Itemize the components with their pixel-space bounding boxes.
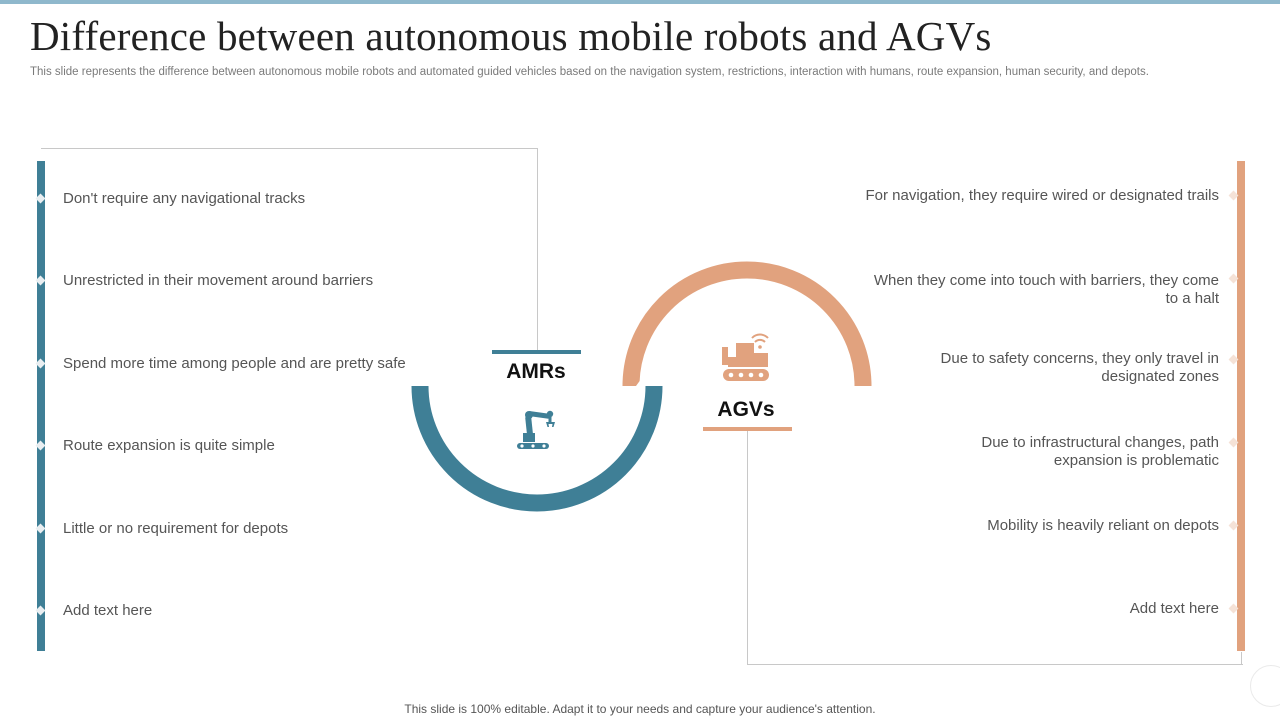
s-curve-diagram (411, 261, 872, 512)
amrs-connector-frame (41, 148, 538, 353)
amrs-point: Little or no requirement for depots (63, 520, 289, 537)
agvs-point: For navigation, they require wired or de… (865, 187, 1219, 204)
amrs-point: Route expansion is quite simple (63, 437, 275, 454)
amrs-arc (411, 385, 663, 512)
agvs-heading-bar (703, 427, 792, 431)
amrs-heading: AMRs (506, 360, 566, 383)
amrs-arc-inner-line (431, 385, 643, 492)
amrs-point: Don't require any navigational tracks (63, 190, 306, 207)
agvs-point: Due to safety concerns, they only travel… (940, 350, 1219, 385)
agvs-heading: AGVs (717, 398, 775, 421)
agvs-arc-inner-line (639, 298, 851, 387)
amrs-arc-arrow (636, 384, 644, 393)
corner-decoration (1250, 665, 1280, 707)
slide-title: Difference between autonomous mobile rob… (30, 13, 992, 59)
amrs-point: Add text here (63, 602, 153, 619)
agvs-arc-arrow (636, 375, 648, 386)
agvs-connector-tick (1241, 652, 1242, 664)
guided-vehicle-icon (722, 333, 769, 381)
agvs-point: Mobility is heavily reliant on depots (987, 517, 1219, 534)
amrs-point: Spend more time among people and are pre… (63, 355, 406, 372)
amrs-side-bar (37, 161, 45, 651)
agvs-point: Add text here (1129, 600, 1219, 617)
top-accent-bar (0, 0, 1280, 4)
slide-footer: This slide is 100% editable. Adapt it to… (404, 702, 876, 716)
agvs-side-bar (1237, 161, 1245, 651)
agvs-point: Due to infrastructural changes, path exp… (981, 434, 1219, 469)
agvs-connector-frame (747, 428, 1243, 665)
amrs-point: Unrestricted in their movement around ba… (63, 272, 374, 289)
amrs-heading-bar (492, 350, 581, 354)
robot-arm-icon (517, 410, 555, 449)
agvs-point: When they come into touch with barriers,… (873, 272, 1219, 307)
agvs-arc (622, 261, 872, 387)
slide-subtitle: This slide represents the difference bet… (30, 66, 1149, 78)
